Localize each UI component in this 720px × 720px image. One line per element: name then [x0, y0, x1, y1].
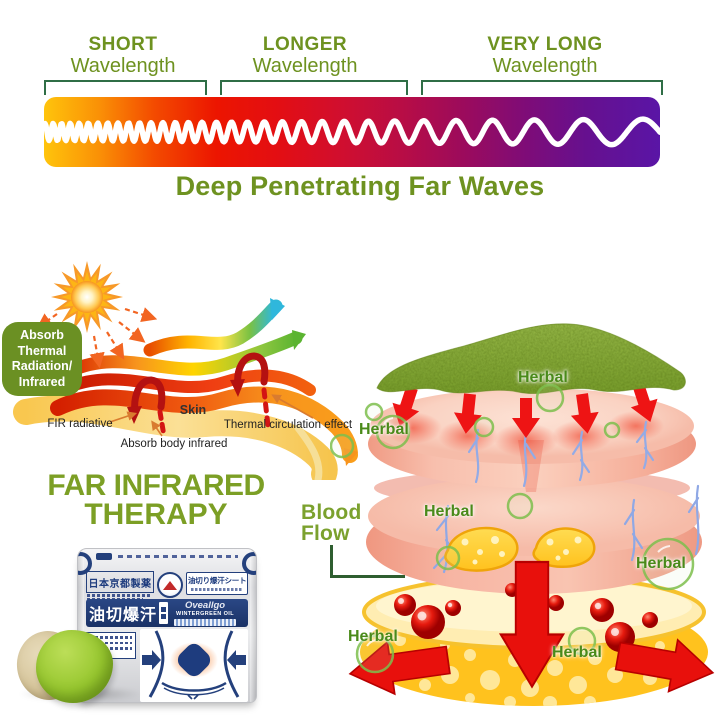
fir-radiative-label: FIR radiative — [47, 418, 112, 430]
fat-blob-dots — [461, 536, 582, 565]
spectrum-gradient-bar — [44, 97, 660, 167]
wavelength-wave — [44, 116, 660, 148]
badge-line: Thermal — [17, 343, 67, 358]
sheet-label-box: 油切り爆汗シート — [186, 572, 248, 595]
blood-flow-pointer — [330, 545, 405, 578]
herbal-label-3: Herbal — [424, 503, 474, 520]
therapy-heading-line1: FAR INFRARED — [47, 469, 265, 502]
wave-label-longer-title: LONGER — [262, 34, 348, 55]
herbal-bubbles — [330, 383, 695, 674]
bracket-short — [44, 80, 207, 95]
subtitle-strip — [174, 618, 237, 626]
badge-line: Absorb — [20, 328, 64, 342]
herbal-label-6: Herbal — [552, 644, 602, 661]
count-box — [159, 602, 169, 624]
oil-label-text: WINTERGREEN OIL — [176, 610, 234, 617]
skin-label: Skin — [180, 403, 206, 417]
sheet-label-subline — [191, 588, 243, 591]
skin-layers-svg — [330, 323, 719, 706]
wave-label-short-title: SHORT — [88, 34, 158, 55]
veins-dermis — [432, 484, 700, 574]
skin-band — [13, 395, 338, 480]
product-name-text: 油切爆汗 — [89, 607, 158, 624]
herbal-label-2: Herbal — [359, 421, 409, 438]
pouch-notch-right — [242, 552, 256, 575]
belly-illustration — [140, 629, 248, 702]
badge-line: Infrared — [18, 374, 66, 389]
brand-subline — [87, 594, 151, 597]
wave-label-short: SHORT Wavelength — [13, 34, 233, 77]
herbal-patch — [376, 323, 686, 395]
ribbon-tip-cyan — [270, 298, 285, 320]
wave-label-verylong-sub: Wavelength — [492, 55, 598, 77]
fir-ribbon-red — [56, 369, 316, 396]
product-name-box: 油切爆汗 Oveallgo WINTERGREEN OIL — [86, 599, 248, 627]
fir-ribbon-green — [61, 331, 303, 379]
wave-label-longer-sub: Wavelength — [252, 55, 358, 77]
bracket-longer — [220, 80, 408, 95]
bubble-highlights — [366, 417, 671, 647]
badge-line: Radiation/ — [11, 359, 73, 373]
brand-subline2 — [87, 597, 143, 600]
fir-ribbon-cyan — [143, 299, 283, 357]
wave-label-verylong-title: VERY LONG — [487, 34, 603, 55]
thermal-circulation-label: Thermal circulation effect — [224, 419, 353, 431]
pouch-top-dashes — [118, 555, 238, 558]
absorb-radiation-badge: Absorb Thermal Radiation/ Infrared — [2, 322, 82, 396]
label-leader-lines — [109, 394, 314, 437]
ribbon-tip-green — [292, 330, 306, 350]
brand-en-text: Oveallgo — [184, 599, 226, 611]
product-package: 日本京都製薬 油切り爆汗シート 油切爆汗 Oveallgo WINTERGREE… — [77, 548, 257, 703]
brand-box: 日本京都製薬 — [86, 571, 154, 593]
absorb-body-infrared-label: Absorb body infrared — [121, 438, 228, 450]
pouch-crimp-left — [78, 549, 84, 702]
herbal-label-5: Herbal — [348, 628, 398, 645]
wave-label-longer: LONGER Wavelength — [195, 34, 415, 77]
therapy-heading: FAR INFRARED THERAPY — [6, 469, 306, 531]
skin-band-tail — [294, 424, 323, 480]
therapy-heading-line2: THERAPY — [84, 498, 228, 531]
pouch-notch-left — [78, 552, 92, 575]
spectrum-caption: Deep Penetrating Far Waves — [175, 171, 545, 201]
patch-green — [36, 630, 113, 703]
pouch-tag — [96, 553, 112, 560]
herbal-label-4: Herbal — [636, 555, 686, 572]
latin-name-column: Oveallgo WINTERGREEN OIL — [174, 599, 237, 626]
bracket-verylong — [421, 80, 663, 95]
herbal-label-1: Herbal — [518, 369, 568, 386]
sheet-label-text: 油切り爆汗シート — [188, 576, 247, 585]
ribbon-tip-orange — [344, 448, 358, 466]
blood-flow-label: Blood Flow — [301, 501, 362, 545]
mount-fuji-emblem-icon — [157, 572, 183, 598]
sun-icon — [51, 261, 123, 333]
wave-label-verylong: VERY LONG Wavelength — [435, 34, 655, 77]
wave-label-short-sub: Wavelength — [70, 55, 176, 77]
veins-epidermis — [467, 420, 655, 488]
